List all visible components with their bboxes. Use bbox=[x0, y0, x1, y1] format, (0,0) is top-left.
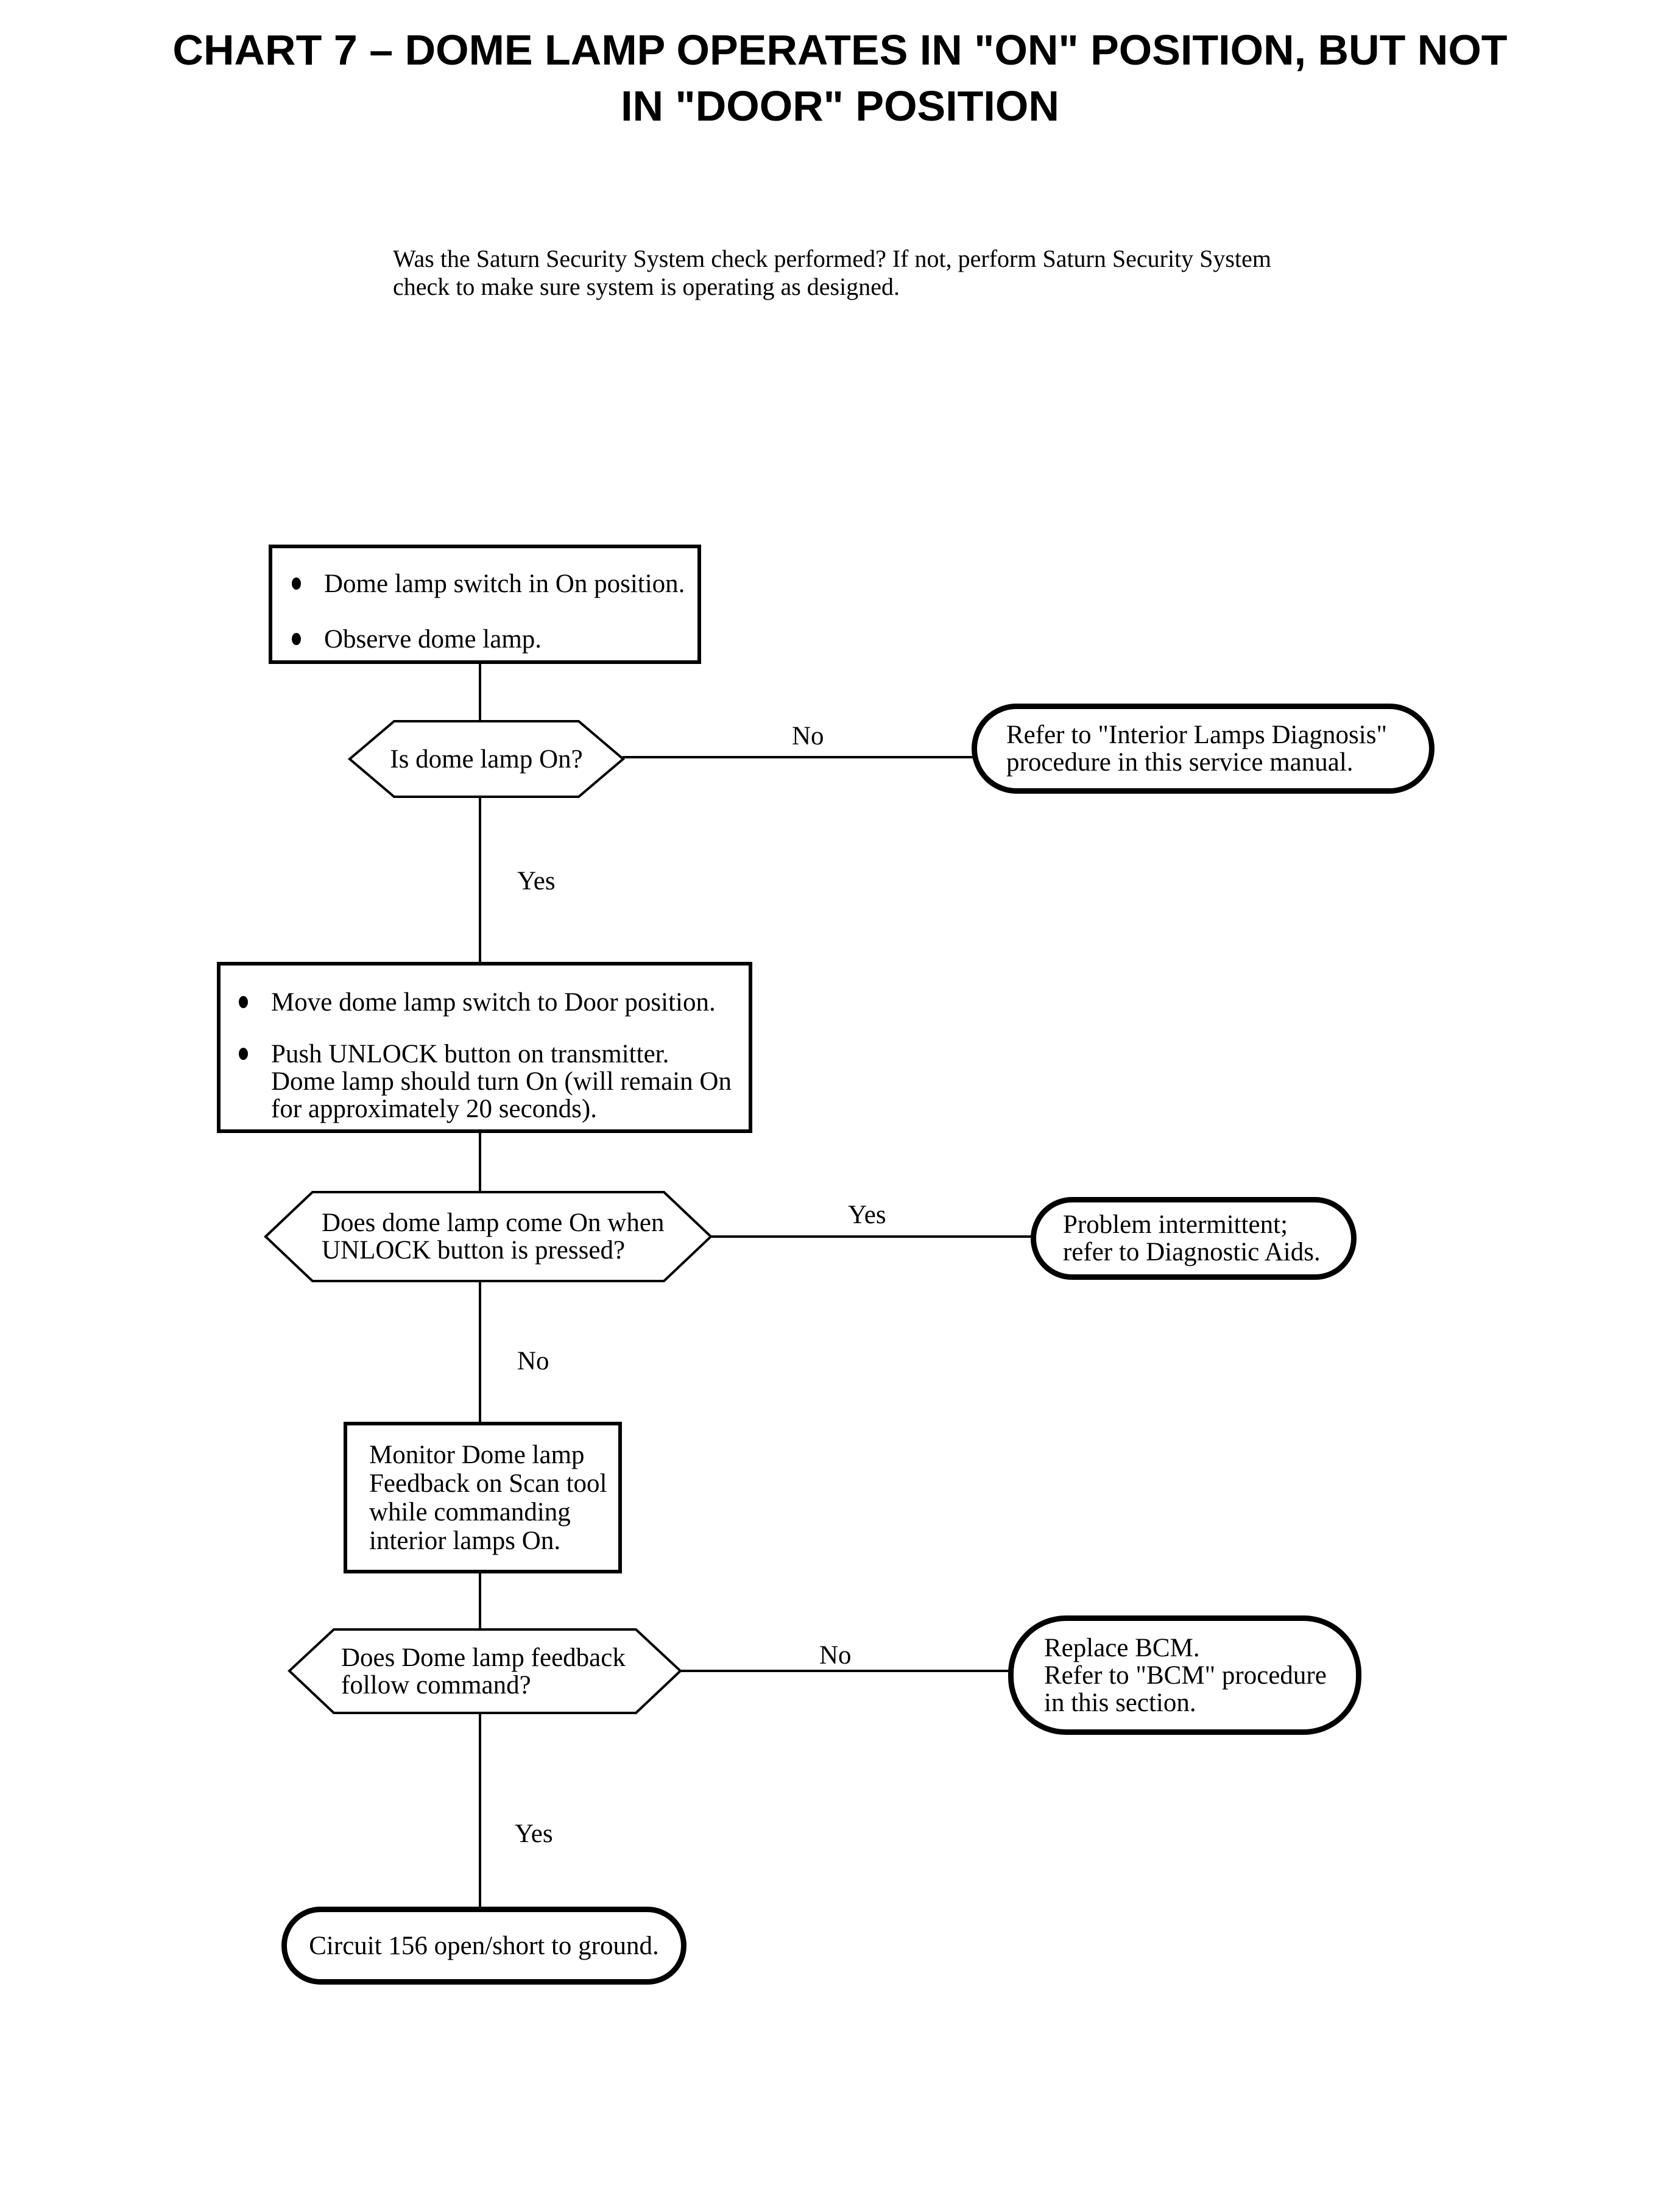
terminal-text: Problem intermittent; refer to Diagnosti… bbox=[1063, 1210, 1321, 1266]
process-box-initial-checks: Dome lamp switch in On position. Observe… bbox=[269, 545, 701, 664]
bullet-text: Dome lamp switch in On position. bbox=[324, 570, 685, 598]
terminal-box-problem-intermittent: Problem intermittent; refer to Diagnosti… bbox=[1031, 1197, 1357, 1280]
connector-line bbox=[479, 1131, 481, 1192]
edge-label-yes: Yes bbox=[848, 1201, 886, 1229]
connector-line bbox=[479, 1713, 481, 1908]
bullet-icon bbox=[292, 577, 301, 590]
terminal-box-circuit-156: Circuit 156 open/short to ground. bbox=[281, 1907, 686, 1985]
bullet-list: Dome lamp switch in On position. Observe… bbox=[272, 548, 697, 653]
process-box-door-position-unlock: Move dome lamp switch to Door position. … bbox=[217, 962, 752, 1133]
bullet-item: Push UNLOCK button on transmitter. Dome … bbox=[239, 1040, 736, 1123]
decision-hexagon-feedback-follow-command: Does Dome lamp feedback follow command? bbox=[288, 1628, 682, 1715]
process-text: Monitor Dome lamp Feedback on Scan tool … bbox=[369, 1440, 607, 1555]
edge-label-no: No bbox=[819, 1641, 852, 1670]
connector-line bbox=[710, 1235, 1032, 1238]
edge-label-yes: Yes bbox=[515, 1820, 553, 1848]
connector-line bbox=[479, 1572, 481, 1629]
decision-question: Does dome lamp come On when UNLOCK butto… bbox=[322, 1209, 665, 1265]
decision-hexagon-is-dome-lamp-on: Is dome lamp On? bbox=[348, 719, 625, 799]
edge-label-no: No bbox=[517, 1347, 549, 1375]
terminal-text: Replace BCM. Refer to "BCM" procedure in… bbox=[1044, 1633, 1327, 1717]
connector-line bbox=[479, 663, 481, 721]
decision-question: Is dome lamp On? bbox=[390, 744, 583, 774]
process-box-monitor-feedback: Monitor Dome lamp Feedback on Scan tool … bbox=[344, 1422, 622, 1573]
terminal-text: Refer to "Interior Lamps Diagnosis" proc… bbox=[1006, 721, 1388, 777]
decision-hexagon-dome-lamp-on-unlock: Does dome lamp come On when UNLOCK butto… bbox=[264, 1190, 713, 1283]
connector-line bbox=[479, 797, 481, 964]
edge-label-yes: Yes bbox=[517, 867, 556, 895]
terminal-text: Circuit 156 open/short to ground. bbox=[309, 1931, 659, 1960]
connector-line bbox=[680, 1670, 1009, 1672]
bullet-item: Dome lamp switch in On position. bbox=[292, 570, 685, 598]
terminal-box-replace-bcm: Replace BCM. Refer to "BCM" procedure in… bbox=[1008, 1615, 1361, 1735]
hexagon-shape bbox=[348, 720, 625, 798]
terminal-box-interior-lamps-diagnosis: Refer to "Interior Lamps Diagnosis" proc… bbox=[972, 704, 1435, 794]
bullet-list: Move dome lamp switch to Door position. … bbox=[221, 966, 749, 1123]
page-title: CHART 7 – DOME LAMP OPERATES IN "ON" POS… bbox=[172, 26, 1508, 130]
bullet-icon bbox=[239, 996, 248, 1008]
edge-label-no: No bbox=[792, 722, 824, 750]
bullet-text: Move dome lamp switch to Door position. bbox=[271, 988, 716, 1017]
bullet-item: Observe dome lamp. bbox=[292, 626, 685, 653]
bullet-text: Observe dome lamp. bbox=[324, 625, 542, 654]
decision-question: Does Dome lamp feedback follow command? bbox=[341, 1643, 626, 1700]
bullet-text: Push UNLOCK button on transmitter. Dome … bbox=[271, 1040, 732, 1123]
bullet-icon bbox=[292, 633, 301, 645]
connector-line bbox=[623, 756, 973, 758]
bullet-icon bbox=[239, 1048, 248, 1060]
bullet-item: Move dome lamp switch to Door position. bbox=[239, 989, 736, 1016]
intro-text: Was the Saturn Security System check per… bbox=[393, 245, 1271, 300]
connector-line bbox=[479, 1281, 481, 1424]
